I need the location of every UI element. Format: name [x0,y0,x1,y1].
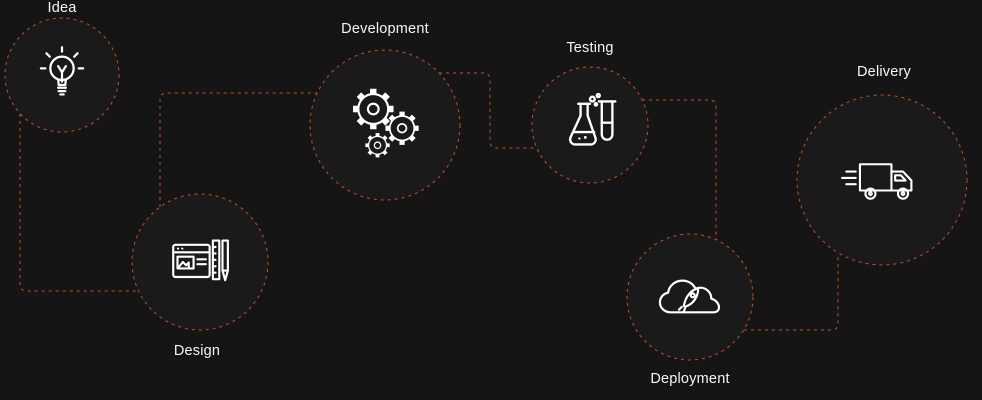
stage-label-deployment: Deployment [650,371,730,387]
connector-design-development [159,92,317,207]
stage-label-delivery: Delivery [857,64,911,80]
delivery-circle [796,94,968,266]
connector-development-testing [439,72,537,149]
lab-flask-icon [557,92,623,158]
stage-label-development: Development [341,21,429,37]
stage-label-idea: Idea [47,0,77,16]
connector-deployment-delivery [744,253,839,331]
design-tools-icon [170,232,230,292]
cloud-rocket-icon [655,270,725,324]
deployment-circle [626,233,754,361]
lightbulb-icon [35,45,89,105]
gears-icon [337,77,433,173]
design-circle [131,193,269,331]
connector-testing-deployment [642,99,717,240]
stage-label-testing: Testing [566,40,614,56]
connector-idea-design [19,114,139,292]
delivery-truck-icon [840,150,924,210]
stage-label-design: Design [173,343,221,359]
